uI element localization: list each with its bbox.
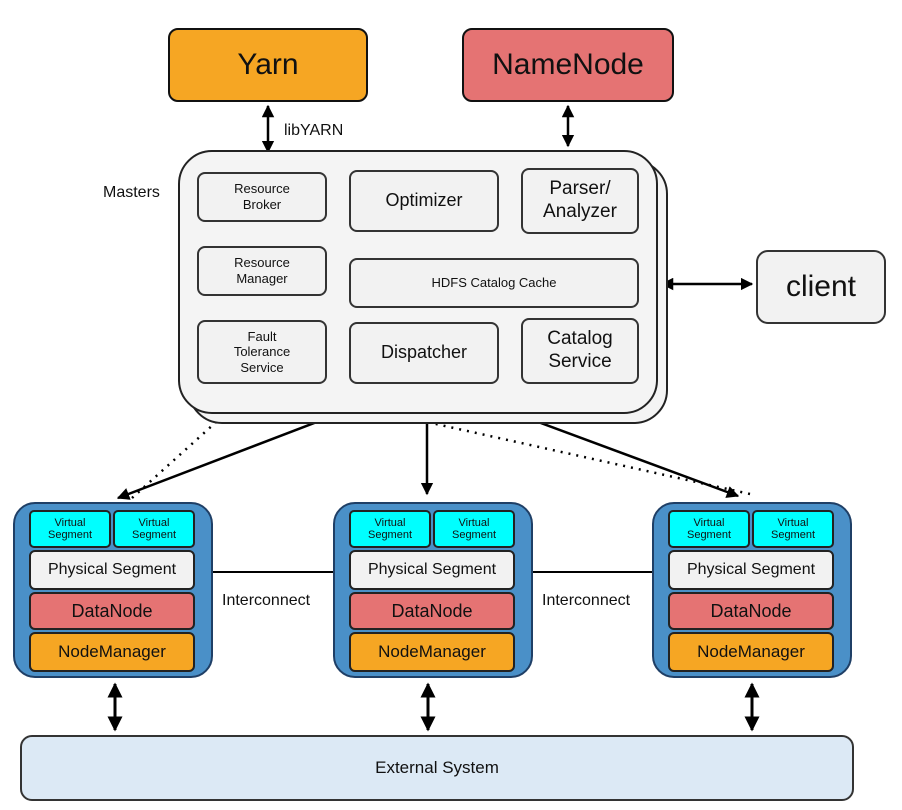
physical-segment: Physical Segment [668,550,834,590]
resource-manager-line-1: Resource [234,255,290,271]
parser-line-1: Parser/ [549,178,611,200]
interconnect-label-2: Interconnect [542,592,631,609]
catalog-line-1: Catalog [547,328,613,350]
virtual-segment-line: Segment [367,529,413,541]
hdfs-catalog-cache-label: HDFS Catalog Cache [431,275,557,291]
dispatcher-box: Dispatcher [349,322,499,384]
namenode-box: NameNode [462,28,674,102]
namenode-label: NameNode [492,48,644,81]
external-system-label: External System [375,758,499,777]
physical-segment: Physical Segment [29,550,195,590]
virtual-segment-line: Segment [770,529,816,541]
fault-line-1: Fault [247,328,277,344]
hdfs-catalog-cache-box: HDFS Catalog Cache [349,258,639,308]
virtual-segment-line: Virtual [693,516,725,529]
nodemanager: NodeManager [29,632,195,672]
interconnect-label-1: Interconnect [222,592,311,609]
dispatcher-label: Dispatcher [380,342,468,363]
datanode: DataNode [29,592,195,630]
yarn-box: Yarn [168,28,368,102]
datanode: DataNode [349,592,515,630]
optimizer-box: Optimizer [349,170,499,232]
parser-analyzer-box: Parser/Analyzer [521,168,639,234]
virtual-segment-line: Segment [451,529,497,541]
client-box: client [756,250,886,324]
virtual-segment-line: Virtual [458,516,490,529]
nodemanager: NodeManager [349,632,515,672]
fault-line-3: Service [240,359,284,375]
libyarn-label: libYARN [284,122,344,139]
yarn-label: Yarn [237,48,299,81]
masters-label: Masters [103,184,160,201]
fault-line-2: Tolerance [233,344,291,360]
physical-segment: Physical Segment [349,550,515,590]
optimizer-label: Optimizer [385,190,463,211]
datanode: DataNode [668,592,834,630]
client-label: client [785,270,857,303]
virtual-segment-line: Segment [131,529,177,541]
virtual-segment-line: Segment [686,529,732,541]
virtual-segment-line: Virtual [777,516,809,529]
virtual-segment-line: Virtual [54,516,86,529]
catalog-line-2: Service [548,351,612,372]
nodemanager: NodeManager [668,632,834,672]
resource-broker-line-1: Resource [234,181,290,197]
virtual-segment-line: Virtual [374,516,406,529]
parser-line-2: Analyzer [543,201,617,222]
virtual-segment-line: Virtual [138,516,170,529]
external-system-box: External System [20,735,854,801]
resource-broker-line-2: Broker [242,197,282,212]
virtual-segment-line: Segment [47,529,93,541]
resource-manager-line-2: Manager [236,271,288,286]
